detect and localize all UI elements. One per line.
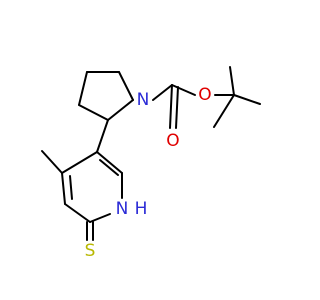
atom-label-o-ester: O [198, 85, 211, 105]
structure-drawing: N O O N H S [41, 66, 261, 261]
atom-label-o-carbonyl: O [166, 131, 179, 151]
bond-tbu-methyl-right [233, 94, 261, 105]
bond-ring-n-c2 [89, 213, 111, 223]
bond-tbu-methyl-top [229, 66, 235, 96]
bond-ring-c4-c5 [61, 151, 98, 174]
bond-pyrrolidine-n-c5 [118, 71, 134, 101]
atom-label-h-ring: H [135, 199, 148, 219]
atom-label-n-ring: N [116, 199, 129, 219]
atom-label-s-thione: S [85, 241, 96, 261]
bond-ring-c3-c4 [61, 172, 66, 205]
bond-carbonyl-double-2 [175, 86, 179, 129]
bond-pyrrolidine-pyridine [96, 119, 109, 153]
bond-pyrrolidine-c3-c2 [78, 104, 109, 121]
bond-oxygen-carbonyl-c [171, 84, 196, 96]
atom-label-n-pyrrolidine: N [137, 90, 150, 110]
molecule-canvas: N O O N H S [41, 66, 261, 261]
bond-tbu-methyl-bottom [213, 94, 235, 128]
bond-ring-c5-c6 [96, 151, 123, 174]
bond-ring-c2-c3 [64, 203, 91, 223]
bond-pyrrolidine-c4-c3 [78, 71, 88, 106]
bond-carbonyl-double-1 [169, 84, 173, 129]
bond-ring-c3-c4-inner [69, 175, 73, 200]
bond-pyrrolidine-c2-n [107, 99, 134, 121]
bond-ring-c5-c6-inner [99, 159, 119, 176]
bond-ring-methyl [41, 150, 63, 174]
bond-carbonyl-n [152, 84, 173, 101]
